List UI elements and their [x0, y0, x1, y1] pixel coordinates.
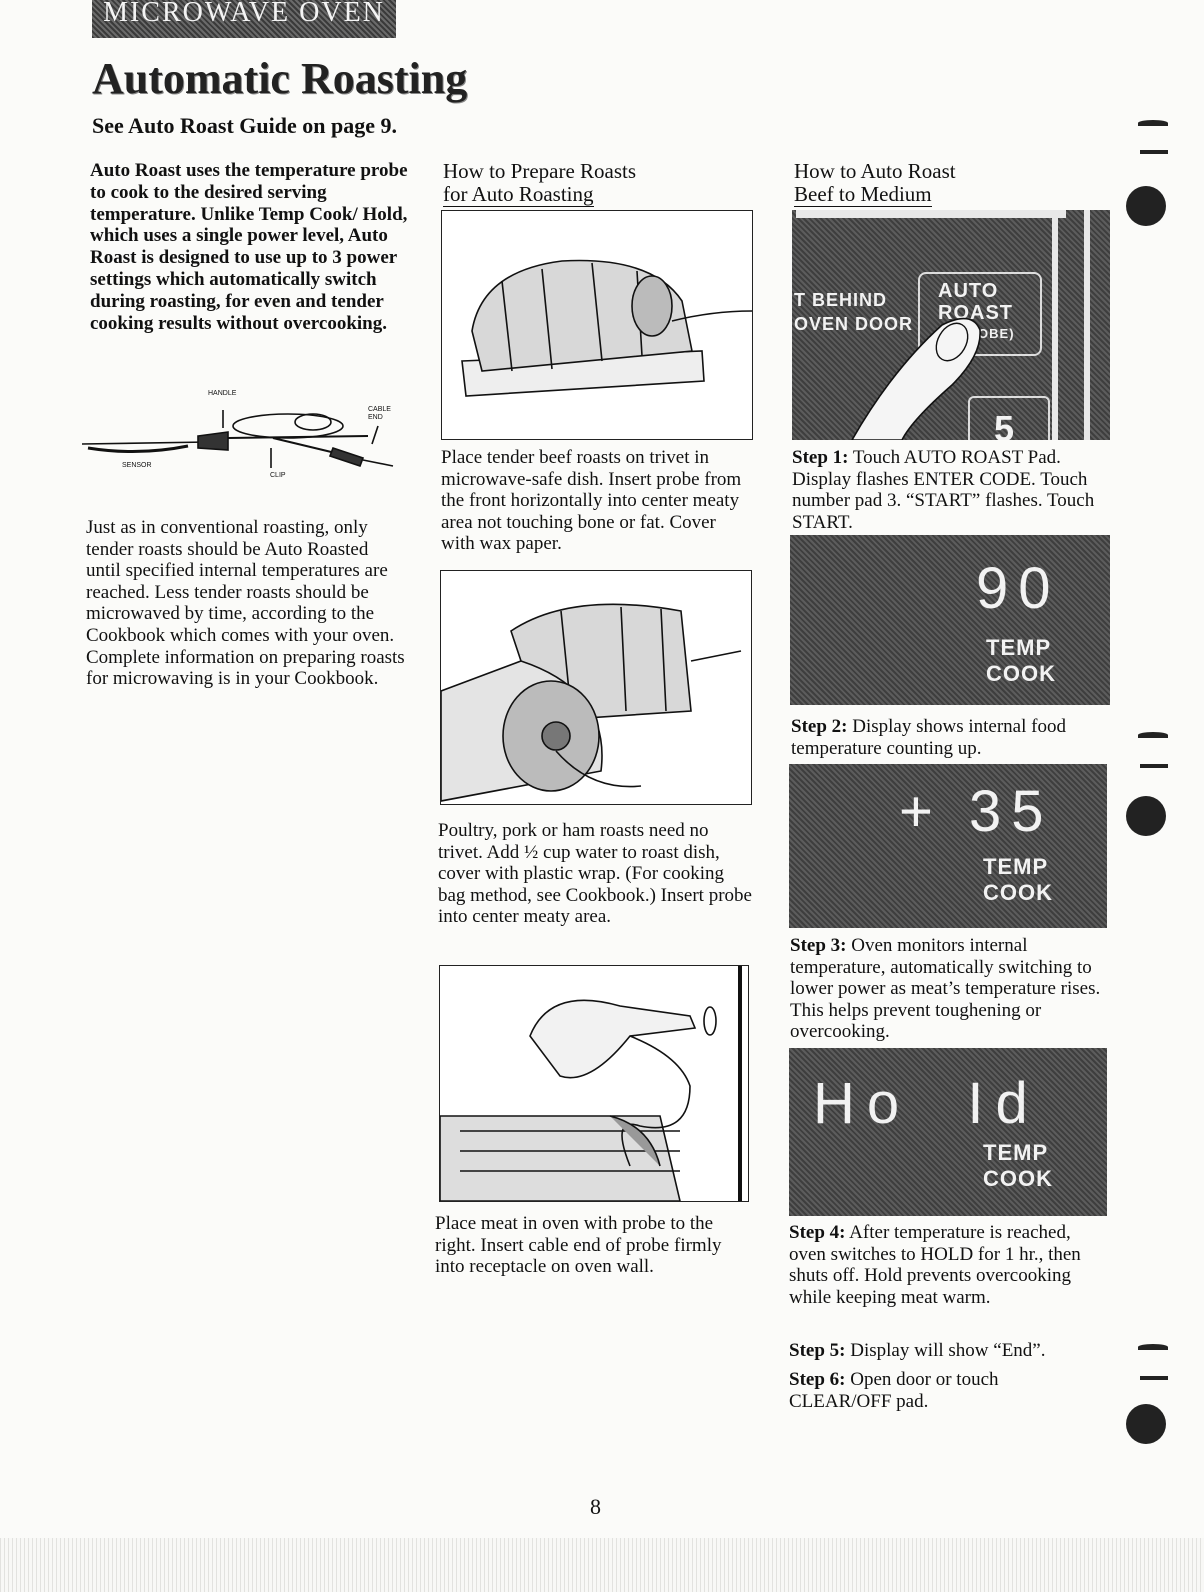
- step-2-label: Step 2:: [791, 716, 848, 737]
- display-label-temp-cook-2: TEMP COOK: [983, 854, 1053, 905]
- display-temp-90: 90 TEMP COOK: [790, 535, 1110, 705]
- pad-label-roast: ROAST: [938, 302, 1013, 324]
- poultry-drawing: [441, 603, 742, 802]
- display-label-temp-cook-1: TEMP COOK: [986, 635, 1056, 686]
- page-number: 8: [590, 1494, 601, 1519]
- auto-roast-heading-line2: Beef to Medium: [794, 182, 932, 207]
- control-panel-photo: T BEHIND OVEN DOOR AUTO ROAST PROBE) 5: [792, 210, 1110, 440]
- margin-hole-mark: [1126, 1404, 1166, 1444]
- section-banner: MICROWAVE OVEN: [92, 0, 396, 38]
- margin-tab-mark: [1140, 764, 1168, 768]
- step-1-text: Touch AUTO ROAST Pad. Display flashes EN…: [792, 447, 1095, 533]
- margin-tab-mark: [1138, 1344, 1168, 1350]
- display-temp-35: + 35 TEMP COOK: [789, 764, 1107, 928]
- page-subtitle: See Auto Roast Guide on page 9.: [92, 113, 397, 138]
- step-4: Step 4: After temperature is reached, ov…: [789, 1222, 1105, 1308]
- prepare-roasts-heading: How to Prepare Roasts for Auto Roasting: [443, 160, 753, 207]
- display-hold: Ho Id TEMP COOK: [789, 1048, 1107, 1216]
- margin-hole-mark: [1126, 796, 1166, 836]
- number-pad-5[interactable]: 5: [968, 396, 1050, 440]
- prepare-heading-line2: for Auto Roasting: [443, 182, 594, 207]
- auto-roast-heading-line1: How to Auto Roast: [794, 159, 956, 183]
- step-3-text: Oven monitors internal temperature, auto…: [790, 935, 1101, 1043]
- step-6-label: Step 6:: [789, 1369, 846, 1390]
- panel-label-behind: T BEHIND: [794, 290, 887, 310]
- step-2-text: Display shows internal food temperature …: [791, 716, 1066, 759]
- caption-insert-cable: Place meat in oven with probe to the rig…: [435, 1213, 722, 1278]
- step-5: Step 5: Display will show “End”.: [789, 1340, 1105, 1362]
- auto-roast-heading: How to Auto Roast Beef to Medium: [794, 160, 1104, 207]
- margin-tab-mark: [1138, 120, 1168, 126]
- step-6-text: Open door or touch CLEAR/OFF pad.: [789, 1369, 999, 1412]
- oven-probe-drawing: [440, 966, 742, 1201]
- intro-paragraph: Auto Roast uses the temperature probe to…: [90, 160, 408, 334]
- margin-tab-mark: [1138, 732, 1168, 738]
- margin-tab-mark: [1140, 1376, 1168, 1380]
- step-4-text: After temperature is reached, oven switc…: [789, 1222, 1081, 1308]
- margin-hole-mark: [1126, 186, 1166, 226]
- probe-illustration: HANDLE CABLE END SENSOR CLIP: [78, 386, 408, 496]
- step-3: Step 3: Oven monitors internal temperatu…: [790, 935, 1106, 1043]
- caption-beef-roasts: Place tender beef roasts on trivet in mi…: [441, 447, 742, 555]
- caption-poultry-pork-ham: Poultry, pork or ham roasts need no triv…: [438, 820, 752, 928]
- step-4-label: Step 4:: [789, 1222, 846, 1243]
- display-readout-90: 90: [976, 556, 1061, 621]
- step-3-label: Step 3:: [790, 935, 847, 956]
- display-readout-35: + 35: [899, 779, 1054, 844]
- step-6: Step 6: Open door or touch CLEAR/OFF pad…: [789, 1369, 1105, 1412]
- probe-label-sensor: SENSOR: [122, 462, 152, 469]
- step-1-label: Step 1:: [792, 447, 849, 468]
- probe-into-oven-illustration: [439, 965, 749, 1202]
- pad-label-auto: AUTO: [938, 280, 999, 302]
- probe-label-handle: HANDLE: [208, 390, 237, 397]
- step-5-text: Display will show “End”.: [845, 1340, 1046, 1361]
- conventional-roasting-paragraph: Just as in conventional roasting, only t…: [86, 517, 405, 690]
- prepare-heading-line1: How to Prepare Roasts: [443, 159, 637, 183]
- display-readout-hold: Ho Id: [813, 1071, 1040, 1136]
- scan-edge-noise: [0, 1538, 1204, 1592]
- display-label-temp-cook-3: TEMP COOK: [983, 1140, 1053, 1191]
- poultry-roast-illustration: [440, 570, 752, 805]
- pad-label-digit: 5: [994, 408, 1016, 440]
- probe-drawing: [81, 410, 394, 468]
- finger-drawing: [851, 317, 981, 440]
- roast-drawing: [461, 259, 752, 397]
- roast-on-trivet-illustration: [441, 210, 753, 440]
- page-title: Automatic Roasting: [92, 54, 468, 103]
- panel-label-oven-door: OVEN DOOR: [794, 314, 914, 334]
- margin-tab-mark: [1140, 150, 1168, 154]
- step-5-label: Step 5:: [789, 1340, 846, 1361]
- step-2: Step 2: Display shows internal food temp…: [791, 716, 1107, 759]
- probe-label-cable-end: CABLE END: [368, 406, 391, 421]
- step-1: Step 1: Touch AUTO ROAST Pad. Display fl…: [792, 447, 1108, 533]
- probe-label-clip: CLIP: [270, 472, 286, 479]
